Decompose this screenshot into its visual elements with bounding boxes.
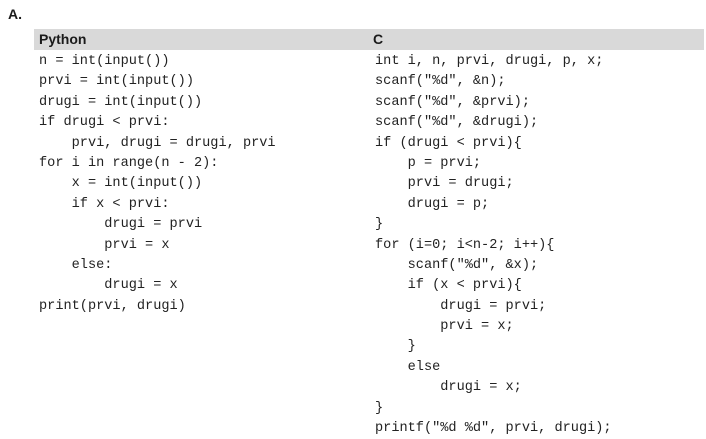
- code-line: }: [375, 339, 416, 355]
- code-line: print(prvi, drugi): [39, 298, 186, 314]
- python-heading: Python: [39, 31, 87, 47]
- code-line: prvi, drugi = drugi, prvi: [39, 135, 276, 151]
- code-line: if (x < prvi){: [375, 278, 522, 294]
- python-code-block: n = int(input()) prvi = int(input()) dru…: [39, 52, 276, 317]
- code-line: scanf("%d", &drugi);: [375, 115, 539, 131]
- code-line: drugi = prvi: [39, 217, 203, 233]
- code-line: prvi = int(input()): [39, 74, 194, 90]
- code-line: else: [375, 359, 441, 375]
- code-line: if drugi < prvi:: [39, 115, 170, 131]
- code-line: drugi = x;: [375, 380, 522, 396]
- code-line: if (drugi < prvi){: [375, 135, 522, 151]
- code-line: if x < prvi:: [39, 196, 170, 212]
- code-line: n = int(input()): [39, 54, 170, 69]
- code-line: scanf("%d", &x);: [375, 257, 539, 273]
- code-line: printf("%d %d", prvi, drugi);: [375, 421, 612, 437]
- code-line: scanf("%d", &prvi);: [375, 94, 530, 110]
- code-line: drugi = p;: [375, 196, 490, 212]
- code-line: prvi = drugi;: [375, 176, 514, 192]
- c-heading: C: [373, 31, 384, 47]
- panel-label: A.: [8, 6, 22, 22]
- code-line: prvi = x;: [375, 319, 514, 335]
- code-line: drugi = prvi;: [375, 298, 547, 314]
- code-line: x = int(input()): [39, 176, 203, 192]
- c-code-block: int i, n, prvi, drugi, p, x; scanf("%d",…: [375, 52, 612, 439]
- code-line: p = prvi;: [375, 155, 482, 171]
- code-line: scanf("%d", &n);: [375, 74, 506, 90]
- code-line: else:: [39, 257, 113, 273]
- code-line: for (i=0; i<n-2; i++){: [375, 237, 555, 253]
- header-bar: [34, 29, 704, 50]
- code-line: for i in range(n - 2):: [39, 155, 219, 171]
- code-line: drugi = x: [39, 278, 178, 294]
- code-line: int i, n, prvi, drugi, p, x;: [375, 54, 604, 69]
- code-line: }: [375, 400, 384, 416]
- code-line: prvi = x: [39, 237, 170, 253]
- code-line: drugi = int(input()): [39, 94, 203, 110]
- code-line: }: [375, 217, 384, 233]
